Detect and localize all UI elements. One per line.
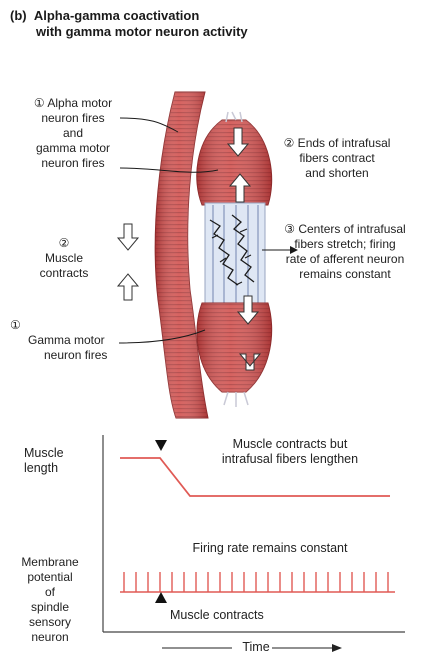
step2-left-label: ② Muscle contracts — [28, 236, 100, 281]
membrane-line5: sensory — [28, 615, 72, 629]
shortening-arrows-bottom — [236, 295, 262, 371]
muscle-length-line1: Muscle — [24, 446, 64, 460]
step3-line4: remains constant — [299, 267, 391, 281]
muscle-length-axis-label: Muscle length — [24, 446, 94, 476]
step2-left-line1: Muscle — [44, 251, 83, 265]
muscle-length-line2: length — [24, 461, 59, 475]
title-line-1: Alpha-gamma coactivation — [33, 8, 200, 23]
firing-rate-trace — [120, 572, 395, 593]
step1-top-line5: neuron fires — [41, 156, 105, 170]
step3-line2: fibers stretch; firing — [294, 237, 396, 251]
step2-right-line1: ② Ends of intrafusal — [283, 136, 391, 150]
step2-left-number: ② — [58, 236, 70, 250]
step2-right-label: ② Ends of intrafusal fibers contract and… — [252, 136, 422, 181]
step2-left-line2: contracts — [39, 266, 89, 280]
membrane-line6: neuron — [31, 630, 69, 644]
graph-axes — [102, 435, 405, 633]
firing-rate-annotation: Firing rate remains constant — [192, 541, 348, 555]
step3-label: ③ Centers of intrafusal fibers stretch; … — [262, 222, 428, 282]
contraction-marker-top — [155, 440, 167, 451]
membrane-potential-axis-label: Membrane potential of spindle sensory ne… — [10, 555, 90, 645]
top-annotation-line1: Muscle contracts but — [232, 437, 348, 451]
intrafusal-top-end — [196, 111, 273, 206]
panel-letter: (b) — [10, 8, 27, 23]
membrane-line1: Membrane — [21, 555, 79, 569]
step1-top-number: ① — [33, 96, 45, 110]
time-axis-label: Time — [242, 640, 270, 654]
bottom-annotation: Muscle contracts — [170, 608, 264, 622]
step1-bottom-line1: Gamma motor — [28, 333, 105, 347]
leader-lines — [118, 117, 290, 344]
membrane-line2: potential — [27, 570, 73, 584]
step1-bottom-line2: neuron fires — [44, 348, 108, 362]
top-annotation-line2: intrafusal fibers lengthen — [221, 452, 359, 466]
leader-arrowhead — [290, 246, 298, 254]
step3-line3: rate of afferent neuron — [285, 252, 405, 266]
intrafusal-center — [204, 202, 266, 306]
step2-right-line2: fibers contract — [299, 151, 375, 165]
contraction-marker-bottom — [155, 592, 167, 603]
title-line-2: with gamma motor neuron activity — [36, 24, 248, 39]
membrane-line4: spindle — [30, 600, 70, 614]
extrafusal-fiber — [154, 91, 209, 419]
muscle-length-trace — [120, 457, 390, 497]
top-annotation: Muscle contracts but intrafusal fibers l… — [180, 437, 400, 467]
step1-top-line2: neuron fires — [41, 111, 105, 125]
time-axis-arrow — [162, 644, 342, 652]
step1-bottom-label: ① Gamma motor neuron fires — [10, 318, 125, 363]
shortening-arrows-top — [226, 127, 252, 203]
step1-top-line1: Alpha motor — [47, 96, 113, 110]
figure-title: (b) Alpha-gamma coactivation with gamma … — [10, 8, 340, 40]
step1-top-line4: gamma motor — [35, 141, 111, 155]
intrafusal-bottom-end — [196, 302, 273, 407]
step1-bottom-number: ① — [10, 318, 21, 332]
step2-right-line3: and shorten — [305, 166, 369, 180]
membrane-line3: of — [44, 585, 55, 599]
step1-top-label: ① Alpha motor neuron fires and gamma mot… — [18, 96, 128, 171]
step3-line1: ③ Centers of intrafusal — [284, 222, 406, 236]
step1-top-line3: and — [62, 126, 84, 140]
contraction-arrows-left — [116, 223, 140, 301]
